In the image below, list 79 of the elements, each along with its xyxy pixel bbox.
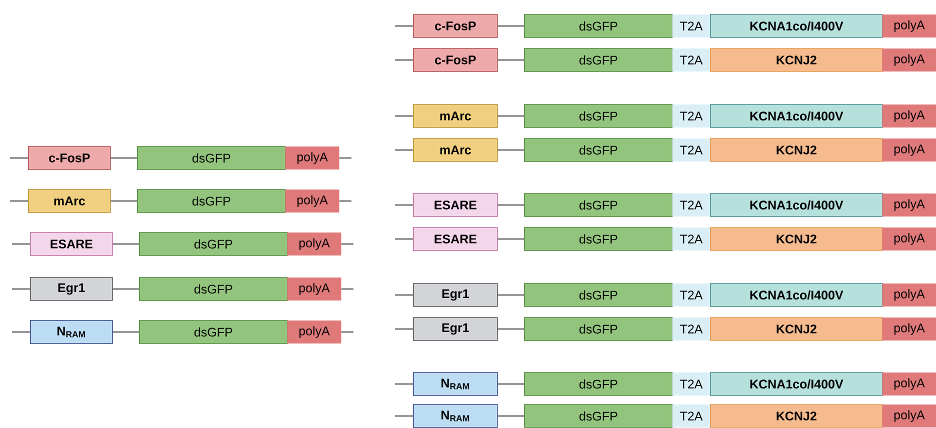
gene-box: KCNA1co/I400V — [710, 372, 883, 396]
linker-box: T2A — [672, 138, 710, 162]
backbone-line — [497, 294, 524, 296]
backbone-line — [394, 204, 414, 206]
polya-box: polyA — [285, 146, 340, 170]
linker-box: T2A — [672, 48, 710, 72]
gene-box: dsGFP — [524, 404, 673, 428]
promoter-box: mArc — [413, 138, 498, 162]
polya-box: polyA — [882, 14, 936, 38]
promoter-box: ESARE — [30, 232, 113, 256]
promoter-box: N$_{RAM}$ — [30, 320, 113, 344]
gene-box: KCNA1co/I400V — [710, 283, 883, 307]
gene-box: dsGFP — [139, 232, 288, 256]
gene-box: KCNA1co/I400V — [710, 193, 883, 217]
backbone-line — [338, 200, 352, 202]
gene-box: dsGFP — [524, 283, 673, 307]
backbone-line — [394, 294, 414, 296]
gene-box: KCNJ2 — [710, 227, 883, 251]
backbone-line — [10, 200, 28, 202]
linker-box: T2A — [672, 104, 710, 128]
promoter-box: Egr1 — [30, 277, 113, 301]
promoter-box: mArc — [413, 104, 498, 128]
gene-box: dsGFP — [524, 14, 673, 38]
promoter-box: mArc — [28, 189, 111, 213]
polya-box: polyA — [882, 372, 936, 396]
polya-box: polyA — [882, 194, 936, 216]
backbone-line — [340, 288, 354, 290]
linker-box: T2A — [672, 318, 710, 340]
backbone-line — [497, 238, 524, 240]
backbone-line — [394, 328, 414, 330]
backbone-line — [497, 204, 524, 206]
backbone-line — [112, 288, 140, 290]
gene-box: dsGFP — [137, 189, 286, 213]
polya-box: polyA — [882, 284, 936, 306]
promoter-box: N$_{RAM}$ — [413, 372, 498, 396]
gene-box: dsGFP — [524, 227, 673, 251]
linker-box: T2A — [672, 404, 710, 428]
gene-box: KCNA1co/I400V — [710, 14, 883, 38]
gene-box: dsGFP — [524, 372, 673, 396]
gene-box: KCNJ2 — [710, 404, 883, 428]
gene-box: dsGFP — [524, 104, 673, 128]
polya-box: polyA — [287, 278, 342, 300]
promoter-box: Egr1 — [413, 317, 498, 341]
polya-box: polyA — [882, 228, 936, 250]
linker-box: T2A — [672, 284, 710, 306]
gene-box: dsGFP — [524, 138, 673, 162]
linker-box: T2A — [672, 194, 710, 216]
promoter-box: N$_{RAM}$ — [413, 404, 498, 428]
promoter-box: ESARE — [413, 227, 498, 251]
polya-box: polyA — [882, 318, 936, 340]
polya-box: polyA — [287, 232, 342, 256]
gene-box: KCNA1co/I400V — [710, 104, 883, 128]
promoter-box: c-FosP — [413, 48, 498, 72]
polya-box: polyA — [882, 104, 936, 128]
gene-box: KCNJ2 — [710, 48, 883, 72]
promoter-box: c-FosP — [28, 146, 111, 170]
polya-box: polyA — [287, 320, 342, 344]
polya-box: polyA — [882, 48, 936, 72]
linker-box: T2A — [672, 372, 710, 396]
polya-box: polyA — [882, 404, 936, 428]
gene-box: dsGFP — [139, 320, 288, 344]
gene-box: dsGFP — [139, 277, 288, 301]
promoter-box: ESARE — [413, 193, 498, 217]
linker-box: T2A — [672, 14, 710, 38]
gene-box: KCNJ2 — [710, 317, 883, 341]
promoter-box: c-FosP — [413, 14, 498, 38]
gene-box: dsGFP — [524, 48, 673, 72]
backbone-line — [110, 200, 138, 202]
gene-box: dsGFP — [137, 146, 286, 170]
gene-box: KCNJ2 — [710, 138, 883, 162]
promoter-box: Egr1 — [413, 283, 498, 307]
backbone-line — [12, 288, 30, 290]
polya-box: polyA — [285, 190, 340, 212]
linker-box: T2A — [672, 228, 710, 250]
backbone-line — [394, 238, 414, 240]
gene-box: dsGFP — [524, 317, 673, 341]
polya-box: polyA — [882, 138, 936, 162]
gene-box: dsGFP — [524, 193, 673, 217]
backbone-line — [497, 328, 524, 330]
